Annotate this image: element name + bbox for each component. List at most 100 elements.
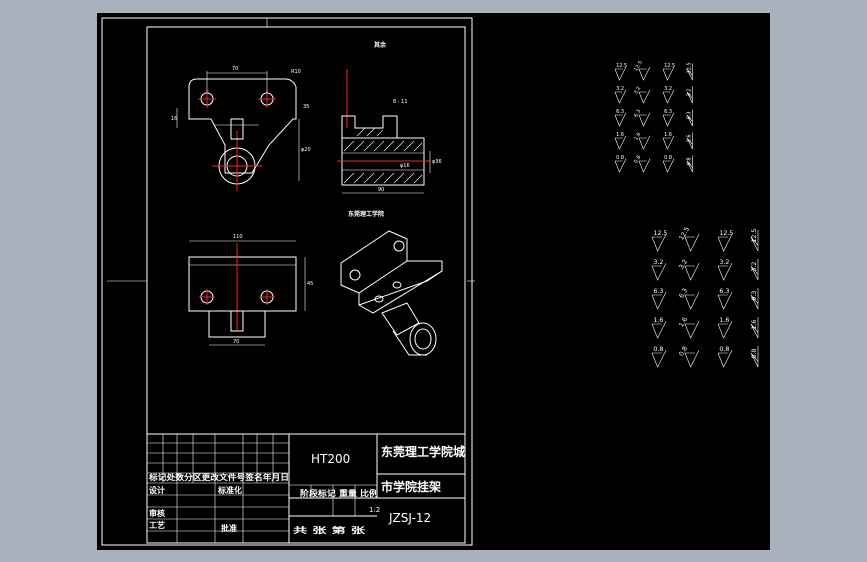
- school-name-line1: 东莞理工学院城: [381, 444, 465, 459]
- roughness-symbol-14: 1.6: [662, 132, 675, 150]
- roughness-label: 3.2: [751, 262, 758, 272]
- svg-text:90: 90: [378, 187, 384, 193]
- roughness-symbol-15: 1.6: [750, 317, 759, 339]
- roughness-label: 1.6: [653, 317, 663, 324]
- roughness-label: 6.3: [751, 291, 758, 301]
- roughness-symbol-7: 3.2: [750, 259, 759, 281]
- roughness-symbol-11: 6.3: [687, 109, 693, 127]
- roughness-label: 0.8: [751, 349, 758, 359]
- svg-text:35: 35: [303, 104, 309, 110]
- roughness-symbol-7: 3.2: [687, 86, 693, 104]
- roughness-label: 12.5: [719, 230, 733, 237]
- roughness-label: 6.3: [653, 288, 663, 295]
- roughness-symbol-18: 0.8: [662, 155, 675, 173]
- roughness-symbol-5: 3.2: [633, 86, 651, 104]
- roughness-label: 6.3: [616, 109, 624, 115]
- roughness-symbol-10: 6.3: [662, 109, 675, 127]
- svg-text:70: 70: [232, 66, 238, 72]
- roughness-label: 6.3: [678, 287, 689, 299]
- roughness-symbol-0: 12.5: [651, 230, 667, 252]
- roughness-symbol-17: 0.8: [678, 345, 700, 368]
- roughness-symbol-17: 0.8: [633, 155, 651, 173]
- roughness-label: 1.6: [664, 132, 672, 138]
- roughness-symbol-4: 3.2: [651, 259, 667, 281]
- roughness-symbol-14: 1.6: [717, 317, 733, 339]
- roughness-symbol-1: 12.5: [633, 60, 651, 81]
- svg-text:45: 45: [307, 281, 313, 287]
- roughness-label: 0.8: [616, 155, 624, 161]
- roughness-label: 12.5: [633, 60, 644, 73]
- roughness-label: 6.3: [633, 109, 642, 119]
- roughness-symbol-3: 12.5: [750, 229, 759, 252]
- roughness-label: 0.8: [653, 346, 663, 353]
- roughness-symbol-9: 6.3: [678, 287, 700, 310]
- roughness-label: 1.6: [678, 316, 689, 328]
- roughness-symbol-13: 1.6: [678, 316, 700, 339]
- header-row: 标记处数分区更改文件号签名年月日: [148, 472, 289, 482]
- roughness-symbols-large: 12.5 12.5 12.5 12.5 3.2 3.2 3.2 3.2 6.3 6.3 6.3 6.3…: [651, 226, 759, 368]
- roughness-label: 1.6: [616, 132, 624, 138]
- top-view: 110 70 45: [188, 234, 313, 346]
- roughness-label: 1.6: [719, 317, 729, 324]
- svg-text:8 - 11: 8 - 11: [393, 99, 408, 105]
- roughness-label: 3.2: [719, 259, 729, 266]
- note-top: 其余: [374, 41, 387, 49]
- roughness-label: 12.5: [687, 62, 693, 73]
- roughness-symbol-1: 12.5: [678, 226, 700, 252]
- svg-text:70: 70: [233, 339, 239, 345]
- roughness-symbol-3: 12.5: [687, 62, 693, 81]
- roughness-symbol-11: 6.3: [750, 288, 759, 310]
- front-view: 70 R10 16 φ20 35: [171, 66, 311, 191]
- roughness-label: 12.5: [616, 63, 627, 69]
- design-label: 设计: [149, 485, 165, 495]
- roughness-symbols-small: 12.5 12.5 12.5 12.5 3.2 3.2 3.2 3.2 6.3 6.3 6.3 6.3…: [614, 60, 693, 173]
- roughness-label: 6.3: [664, 109, 672, 115]
- roughness-label: 3.2: [678, 258, 689, 270]
- roughness-label: 12.5: [751, 229, 758, 243]
- cad-canvas: 其余 70 R10 16 φ20 35: [97, 13, 770, 550]
- roughness-symbol-15: 1.6: [687, 132, 693, 150]
- roughness-label: 3.2: [687, 88, 693, 96]
- drawing-number: JZSJ-12: [388, 511, 431, 525]
- roughness-symbol-4: 3.2: [614, 86, 627, 104]
- roughness-label: 6.3: [719, 288, 729, 295]
- roughness-symbol-18: 0.8: [717, 346, 733, 368]
- svg-text:110: 110: [233, 234, 243, 240]
- roughness-symbol-8: 6.3: [614, 109, 627, 127]
- roughness-symbol-8: 6.3: [651, 288, 667, 310]
- roughness-symbol-10: 6.3: [717, 288, 733, 310]
- roughness-symbol-19: 0.8: [750, 346, 759, 368]
- roughness-symbol-9: 6.3: [633, 109, 651, 127]
- roughness-label: 0.8: [678, 345, 689, 357]
- roughness-symbol-2: 12.5: [717, 230, 733, 252]
- roughness-label: 3.2: [633, 86, 642, 96]
- section-view: 90 φ36 φ16 8 - 11 东莞理工学院: [337, 69, 442, 218]
- process-label: 工艺: [149, 520, 165, 530]
- roughness-label: 3.2: [664, 86, 672, 92]
- review-label: 审核: [149, 508, 165, 518]
- svg-text:16: 16: [171, 116, 177, 122]
- roughness-label: 1.6: [633, 132, 642, 142]
- roughness-label: 0.8: [664, 155, 672, 161]
- roughness-label: 12.5: [678, 226, 691, 242]
- drawing-sheet: 其余 70 R10 16 φ20 35: [101, 17, 759, 546]
- roughness-symbol-19: 0.8: [687, 155, 693, 173]
- roughness-symbol-0: 12.5: [614, 63, 627, 81]
- standardize-label: 标准化: [217, 485, 242, 495]
- roughness-label: 1.6: [751, 320, 758, 330]
- roughness-symbol-12: 1.6: [651, 317, 667, 339]
- svg-text:φ36: φ36: [432, 159, 442, 165]
- roughness-symbol-13: 1.6: [633, 132, 651, 150]
- roughness-symbol-2: 12.5: [662, 63, 675, 81]
- roughness-symbol-5: 3.2: [678, 258, 700, 281]
- scale-value: 1:2: [369, 506, 380, 514]
- material-label: HT200: [311, 452, 350, 466]
- roughness-symbol-12: 1.6: [614, 132, 627, 150]
- svg-text:φ16: φ16: [400, 163, 410, 169]
- outer-frame: [101, 17, 473, 546]
- roughness-symbol-16: 0.8: [614, 155, 627, 173]
- stage-row: 阶段标记 重量 比例: [300, 488, 378, 498]
- roughness-label: 3.2: [616, 86, 624, 92]
- roughness-label: 6.3: [687, 111, 693, 119]
- roughness-symbol-16: 0.8: [651, 346, 667, 368]
